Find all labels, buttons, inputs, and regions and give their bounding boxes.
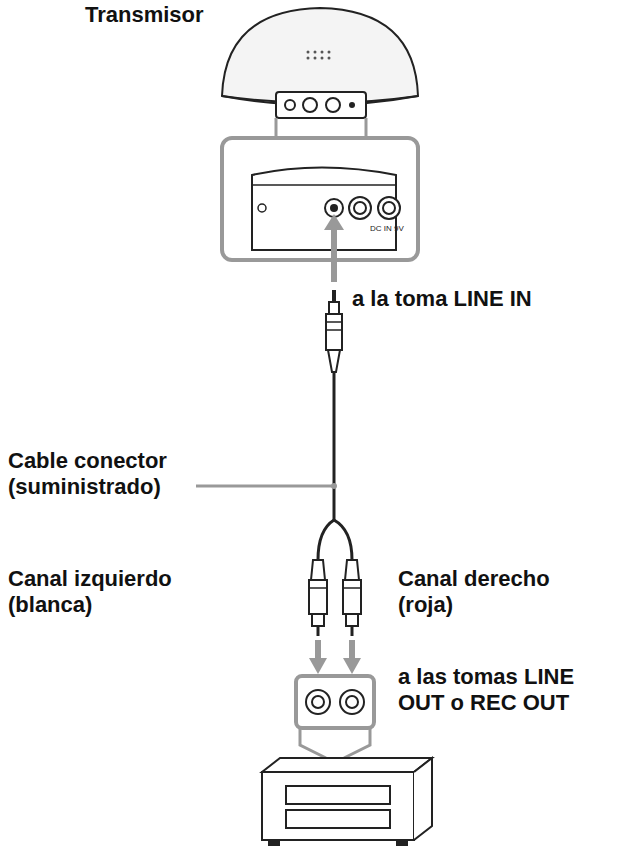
cable-label: Cable conector (suministrado) [8, 448, 193, 500]
channel-label: Canal izquierdo (blanca) [8, 566, 203, 618]
channel-label: Canal derecho (roja) [398, 566, 583, 618]
device-name: Transmisor [85, 2, 285, 28]
panel-marking: DC IN 9V [370, 224, 414, 233]
output-label: a las tomas LINE OUT o REC OUT [398, 664, 598, 716]
jack-label: a la toma LINE IN [352, 286, 622, 312]
